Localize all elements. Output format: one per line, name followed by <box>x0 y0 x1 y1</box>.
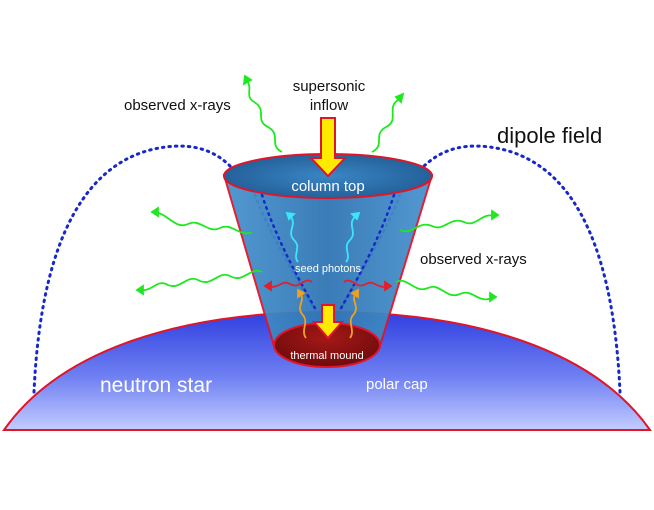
photon-wave-icon <box>399 214 495 233</box>
label-column-top: column top <box>291 178 364 195</box>
label-thermal-mound: thermal mound <box>290 350 363 362</box>
photon-wave-icon <box>150 206 159 218</box>
photon-wave-icon <box>245 79 283 153</box>
label-supersonic: supersonic <box>293 78 366 95</box>
label-neutron-star: neutron star <box>100 374 212 397</box>
seed-photons-cyan <box>285 211 361 263</box>
photon-wave-icon <box>491 209 500 221</box>
label-dipole-field: dipole field <box>497 123 602 148</box>
photon-wave-icon <box>154 211 253 235</box>
label-polar-cap: polar cap <box>366 376 428 393</box>
photon-wave-icon <box>135 284 144 296</box>
label-observed-xrays-left: observed x-rays <box>124 97 231 114</box>
dipole-field-line-right <box>420 144 622 394</box>
inflow-arrow-icon <box>308 117 348 178</box>
column-field-lines <box>260 193 396 312</box>
photon-wave-icon <box>242 74 253 86</box>
photon-wave-icon <box>395 279 493 301</box>
label-observed-xrays-right: observed x-rays <box>420 251 527 268</box>
inner-inflow-arrow-icon <box>311 304 345 340</box>
thermal-photons <box>297 288 359 339</box>
photon-wave-icon <box>371 99 399 153</box>
observed-photons <box>135 74 500 303</box>
dipole-field-line-left <box>32 144 234 394</box>
seed-photons-red <box>263 279 393 292</box>
label-inflow: inflow <box>310 97 349 114</box>
photon-wave-icon <box>394 92 405 104</box>
photon-wave-icon <box>139 269 263 292</box>
label-seed-photons: seed photons <box>295 263 362 275</box>
photon-wave-icon <box>489 291 498 303</box>
